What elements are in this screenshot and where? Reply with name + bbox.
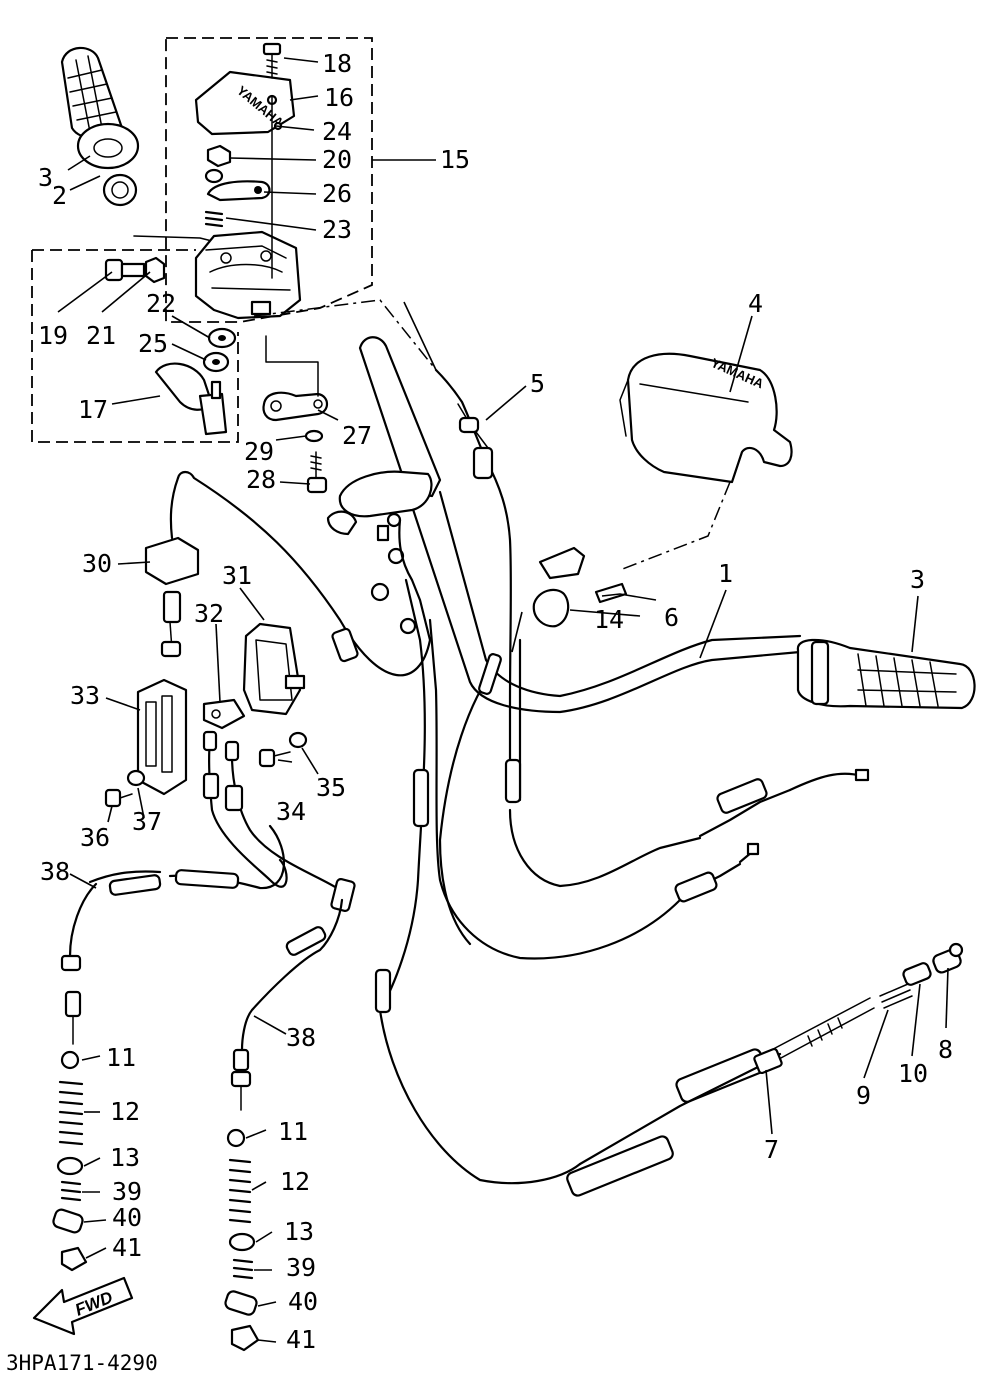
callout-29: 29 [244,437,274,466]
forward-arrow: FWD [32,1276,134,1336]
callout-12-left: 12 [110,1097,140,1126]
throttle-housing-14 [532,546,628,628]
washer-22 [207,327,237,349]
grip-collar [102,173,138,207]
callout-40-right: 40 [288,1287,318,1316]
lever-17 [154,362,228,436]
callout-41-left: 41 [112,1233,142,1262]
callout-27: 27 [342,421,372,450]
callout-15: 15 [440,145,470,174]
callout-41-right: 41 [286,1325,316,1354]
callout-30: 30 [82,549,112,578]
cable-38-left [60,824,286,1045]
washer-37 [126,769,146,787]
left-grip [60,46,140,170]
reference-line [265,335,319,397]
bolt-19 [104,258,146,282]
callout-17: 17 [78,395,108,424]
callout-4: 4 [748,289,763,318]
screw-36 [104,788,133,808]
callout-19: 19 [38,321,68,350]
callout-6: 6 [664,603,679,632]
callout-34: 34 [276,797,306,826]
callout-16: 16 [324,83,354,112]
screw-34 [258,748,291,768]
handguard: YAMAHA [619,352,793,484]
switch-cover: YAMAHA [194,70,296,136]
callout-3-right: 3 [910,565,925,594]
callout-24: 24 [322,117,352,146]
switch-leads [202,730,356,912]
spring-23 [204,210,224,228]
adjuster-10 [902,962,932,986]
callout-32: 32 [194,599,224,628]
callout-20: 20 [322,145,352,174]
callout-8: 8 [938,1035,953,1064]
forward-label: FWD [72,1288,115,1320]
callout-28: 28 [246,465,276,494]
lever-26 [204,168,271,202]
callout-14: 14 [594,605,624,634]
callout-10: 10 [898,1059,928,1088]
callout-33: 33 [70,681,100,710]
callout-23: 23 [322,215,352,244]
bolt-28 [306,451,328,494]
subassembly-boundary [31,249,239,443]
callout-22: 22 [146,289,176,318]
right-grip [796,638,976,710]
callout-38-left: 38 [40,857,70,886]
clamp-27 [262,391,329,422]
nut-21 [144,256,166,284]
callout-11-right: 11 [278,1117,308,1146]
right-fastener-stack [224,1128,260,1352]
callout-18: 18 [322,49,352,78]
callout-21: 21 [86,321,116,350]
washer-35 [288,731,308,749]
lever-holder [326,470,433,635]
callout-3-left: 3 [38,163,53,192]
callout-5: 5 [530,369,545,398]
callout-2: 2 [52,181,67,210]
callout-13-right: 13 [284,1217,314,1246]
callout-38-right: 38 [286,1023,316,1052]
callout-9: 9 [856,1081,871,1110]
callout-12-right: 12 [280,1167,310,1196]
cable-fitting-30 [144,476,200,658]
callout-40-left: 40 [112,1203,142,1232]
cover-plate-33 [136,678,188,796]
screw-18 [262,42,282,79]
callout-37: 37 [132,807,162,836]
switch-housing [194,230,302,320]
callout-7: 7 [764,1135,779,1164]
nut-20 [206,144,232,168]
leader-lines [57,57,949,1343]
callout-1: 1 [718,559,733,588]
callout-39-right: 39 [286,1253,316,1282]
washer-29 [304,429,324,443]
callout-36: 36 [80,823,110,852]
cables [176,368,875,1197]
callout-39-left: 39 [112,1177,142,1206]
callout-11-left: 11 [106,1043,136,1072]
cable-end-8 [932,942,964,974]
switch-box-31 [242,622,306,716]
callout-26: 26 [322,179,352,208]
handlebar [358,336,802,714]
cable-38-right [230,898,344,1111]
washer-25 [202,351,230,373]
spring-9 [879,983,913,1009]
bracket-32 [202,698,246,730]
reference-line [619,481,731,571]
callout-labels: 1 2 3 3 4 5 6 7 8 9 10 11 11 12 12 13 13… [38,49,953,1354]
callout-35: 35 [316,773,346,802]
drawing-code: 3HPA171-4290 [6,1351,158,1375]
callout-25: 25 [138,329,168,358]
left-fastener-stack [52,1050,88,1272]
callout-13-left: 13 [110,1143,140,1172]
callout-31: 31 [222,561,252,590]
